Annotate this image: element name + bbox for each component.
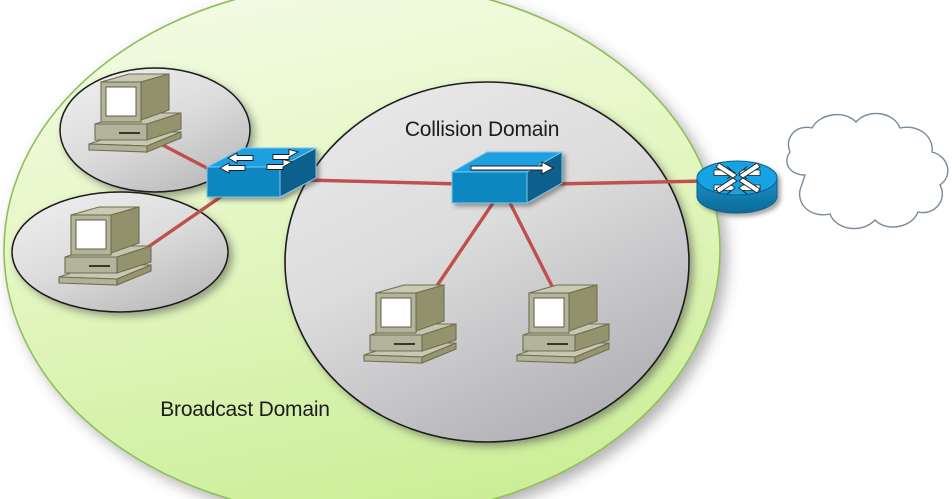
link-hub-to-router [552, 179, 707, 186]
link-hub-to-pc-right [508, 202, 559, 297]
cloud-shape [786, 112, 949, 230]
pc-collision-left [363, 284, 457, 364]
hub-arrow-icon [470, 161, 554, 175]
pc-collision-right [516, 284, 610, 364]
router-arrows-icon [713, 162, 761, 195]
switch-device[interactable] [206, 147, 317, 198]
hub-device[interactable] [450, 151, 564, 204]
pc-top-left [88, 73, 182, 153]
broadcast-domain-label: Broadcast Domain [160, 398, 330, 421]
network-links [137, 139, 707, 297]
router-device[interactable] [696, 160, 778, 214]
switch-arrows-icon [219, 148, 300, 174]
link-pc-bottom-to-switch [137, 194, 223, 256]
collision-domain-label: Collision Domain [405, 118, 559, 141]
link-hub-to-pc-left [428, 202, 495, 297]
pc-bottom-left [58, 206, 152, 286]
wan-cloud [786, 112, 949, 230]
link-switch-to-hub [304, 178, 463, 186]
